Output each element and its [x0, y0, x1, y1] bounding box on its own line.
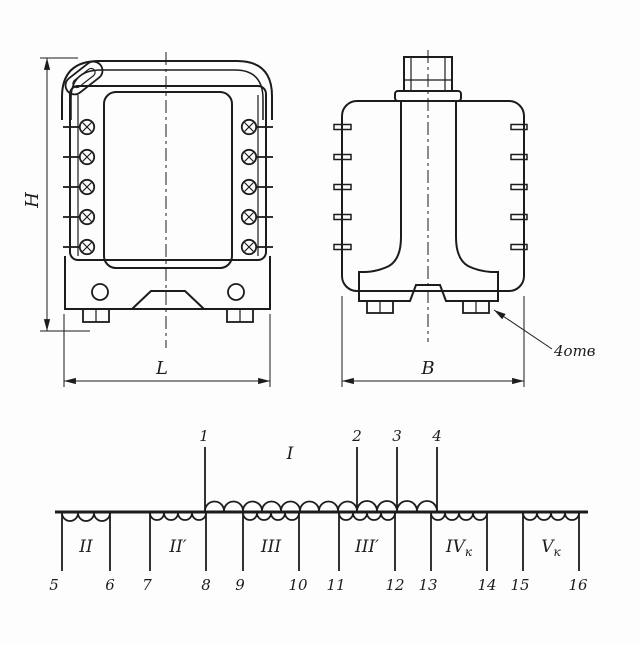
- terminal-number: 10: [288, 576, 308, 594]
- terminal-number: 8: [201, 576, 211, 594]
- terminal-number: 16: [568, 576, 588, 594]
- terminal-screw: [240, 238, 273, 256]
- terminal-screw: [240, 118, 273, 136]
- secondary-winding: III′ 11 12: [326, 512, 405, 594]
- terminal-screw: [63, 148, 96, 166]
- terminal-number: 1: [199, 427, 209, 445]
- terminal-number: 12: [385, 576, 404, 594]
- terminal-screw: [63, 208, 96, 226]
- terminal-number: 14: [477, 576, 496, 594]
- foot-right: [226, 308, 254, 323]
- dim-L: L: [63, 314, 271, 387]
- winding-label: IVк: [445, 537, 473, 559]
- primary-coil: [204, 500, 438, 512]
- terminal-number: 2: [351, 427, 362, 445]
- pin-ticks-left: [333, 123, 352, 251]
- secondary-winding: II 5 6: [49, 512, 115, 594]
- dim-B: B: [341, 296, 525, 387]
- terminal-number: 13: [418, 576, 437, 594]
- dim-label-H: H: [22, 192, 43, 209]
- strap-buckle: [64, 60, 104, 96]
- mounting-strap: [61, 60, 273, 120]
- mounting-hole: [91, 283, 109, 301]
- dim-label-L: L: [155, 358, 168, 379]
- terminal-screw: [240, 208, 273, 226]
- terminals-left: [63, 118, 96, 256]
- terminal-screw: [63, 238, 96, 256]
- foot-pad-right: [462, 300, 490, 314]
- terminal-number: 15: [510, 576, 529, 594]
- mounting-hole: [227, 283, 245, 301]
- terminal-number: 4: [431, 427, 442, 445]
- holes-note: 4отв: [553, 342, 596, 360]
- terminal-number: 6: [105, 576, 115, 594]
- coil-window: [103, 91, 233, 269]
- terminal-number: 5: [49, 576, 59, 594]
- side-body: [341, 100, 525, 292]
- terminal-number: 7: [142, 576, 152, 594]
- terminals-right: [240, 118, 273, 256]
- secondary-winding: Vк 15 16: [510, 512, 588, 594]
- winding-label: III′: [354, 537, 379, 557]
- secondary-winding: II′ 7 8: [142, 512, 211, 594]
- dim-H: H: [22, 57, 90, 332]
- primary-winding: 1 2 3 4 I: [199, 427, 442, 512]
- secondary-winding: IVк 13 14: [418, 512, 497, 594]
- coil-column: [365, 101, 492, 273]
- winding-label: II: [78, 537, 93, 557]
- dim-label-B: B: [420, 358, 434, 379]
- terminal-screw: [63, 118, 96, 136]
- terminal-screw: [240, 148, 273, 166]
- winding-label: III: [260, 537, 281, 557]
- front-view: H L: [22, 52, 273, 387]
- terminal-number: 11: [326, 576, 345, 594]
- side-view: B 4отв: [333, 50, 596, 387]
- foot-pad-left: [366, 300, 394, 314]
- winding-schematic: 1 2 3 4 I II 5 6 II′ 7 8: [49, 427, 588, 594]
- winding-label-primary: I: [286, 444, 294, 464]
- holes-callout: 4отв: [493, 309, 596, 360]
- mounting-bracket: [64, 256, 271, 323]
- pin-ticks-right: [510, 123, 528, 251]
- terminal-number: 3: [392, 427, 402, 445]
- secondary-winding: III 9 10: [235, 512, 308, 594]
- front-body: [69, 85, 267, 261]
- terminal-screw: [240, 178, 273, 196]
- terminal-screw: [63, 178, 96, 196]
- bracket-notch: [131, 290, 205, 310]
- winding-label: Vк: [541, 537, 561, 559]
- terminal-number: 9: [235, 576, 245, 594]
- foot-left: [82, 308, 110, 323]
- winding-label: II′: [168, 537, 186, 557]
